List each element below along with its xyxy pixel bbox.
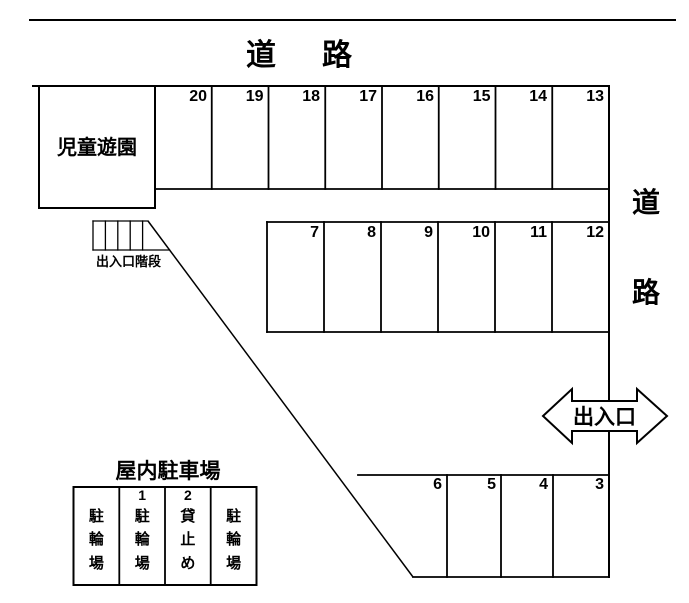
space-number: 13 [586, 88, 604, 105]
space-number: 20 [189, 88, 207, 105]
playground-label: 児童遊園 [56, 135, 137, 159]
middle-parking-row: 7 8 9 10 11 12 [266, 221, 610, 333]
bike-col3-number: 2 [184, 487, 192, 503]
space-number: 8 [367, 224, 376, 241]
space-number: 9 [424, 224, 433, 241]
indoor-parking-area: 屋内駐車場 駐 輪 場 1 駐 輪 場 2 貸 止 め 駐 輪 場 [72, 459, 258, 586]
space-number: 12 [586, 224, 604, 241]
bike-col4-char: 駐 [226, 507, 241, 525]
road-label-right-char2: 路 [632, 277, 661, 308]
bike-col2-char: 輪 [135, 530, 151, 548]
space-number: 18 [302, 88, 320, 105]
space-number: 3 [595, 476, 604, 493]
road-label-top-char2: 路 [322, 39, 353, 72]
space-number: 7 [310, 224, 319, 241]
indoor-parking-title: 屋内駐車場 [116, 459, 221, 483]
top-parking-row: 20 19 18 17 16 15 14 13 [154, 85, 610, 190]
bike-col2-number: 1 [138, 487, 146, 503]
entrance-label: 出入口 [573, 406, 636, 429]
space-number: 11 [530, 224, 547, 241]
space-number: 16 [416, 88, 434, 105]
bottom-parking-row: 6 5 4 3 [357, 474, 610, 578]
bike-col3-char: 貸 [180, 507, 195, 525]
road-label-right-char1: 道 [632, 186, 660, 218]
diagonal-boundary-line [147, 220, 414, 578]
entrance-exit-marker: 出入口 [541, 386, 669, 446]
road-label-top-char1: 道 [246, 39, 276, 72]
bike-col3-char: め [180, 555, 195, 572]
bike-col1-char: 場 [89, 555, 104, 572]
space-number: 5 [487, 476, 496, 493]
bike-col1-char: 駐 [89, 507, 104, 525]
bike-col2-char: 駐 [135, 507, 150, 525]
space-number: 15 [473, 88, 491, 105]
space-number: 6 [433, 476, 442, 493]
bike-col1-char: 輪 [89, 530, 105, 548]
stairs-label: 出入口階段 [96, 254, 161, 269]
space-number: 17 [359, 88, 377, 105]
space-number: 14 [529, 88, 547, 105]
space-number: 19 [246, 88, 264, 105]
bike-col4-char: 輪 [226, 530, 242, 548]
space-number: 4 [539, 476, 548, 493]
bike-col3-char: 止 [180, 530, 195, 548]
double-arrow-icon [541, 386, 669, 446]
entrance-stairs: 出入口階段 [92, 220, 171, 269]
space-number: 10 [472, 224, 490, 241]
bike-col2-char: 場 [135, 555, 150, 572]
bike-col4-char: 場 [226, 555, 241, 572]
